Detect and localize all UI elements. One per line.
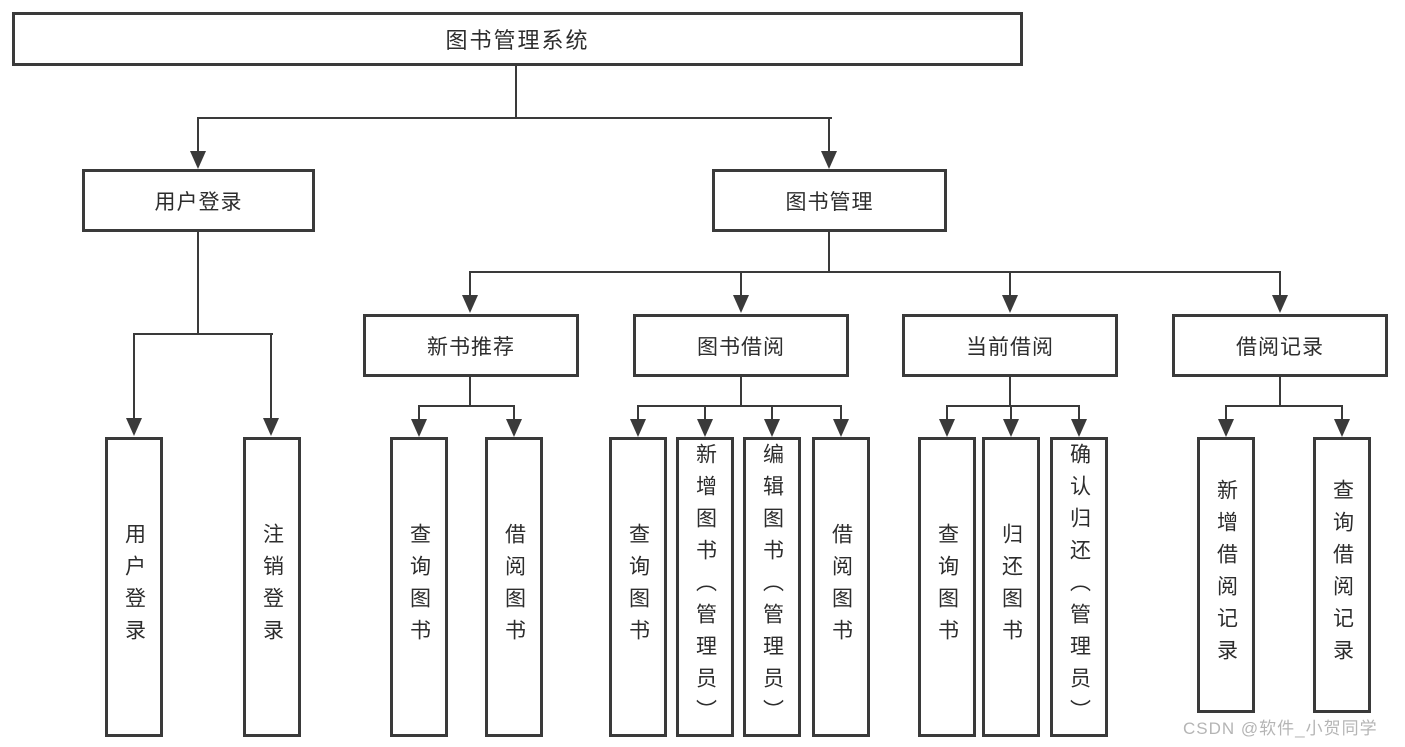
arrow-down [764, 419, 780, 437]
connector-stem [1279, 273, 1281, 296]
connector-current-borrow-spread [946, 405, 1080, 407]
node-book-management: 图书管理 [712, 169, 947, 232]
connector-stem [418, 407, 420, 420]
arrow-down [1003, 419, 1019, 437]
leaf-query-books-recommend-label: 查询图书 [407, 523, 431, 651]
connector-stem [1009, 273, 1011, 296]
leaf-logout-label: 注销登录 [260, 523, 284, 651]
connector-stem [469, 273, 471, 296]
arrow-down [1334, 419, 1350, 437]
node-book-borrow-label: 图书借阅 [697, 335, 785, 359]
leaf-borrow-books-label: 借阅图书 [829, 523, 853, 651]
leaf-query-books-borrow-label: 查询图书 [626, 523, 650, 651]
connector-root-stem [515, 66, 517, 119]
connector-stem [1078, 407, 1080, 420]
arrow-down [1218, 419, 1234, 437]
node-borrow-records-label: 借阅记录 [1236, 335, 1324, 359]
connector-stem [133, 335, 135, 419]
leaf-add-borrow-record-label: 新增借阅记录 [1214, 479, 1238, 671]
node-new-book-recommend-label: 新书推荐 [427, 335, 515, 359]
arrow-down [939, 419, 955, 437]
leaf-return-books: 归还图书 [982, 437, 1040, 737]
connector-user-login-spread [133, 333, 273, 335]
connector-stem [1225, 407, 1227, 420]
connector-root-spread [197, 117, 832, 119]
connector-book-borrow-spread [637, 405, 842, 407]
node-new-book-recommend: 新书推荐 [363, 314, 579, 377]
arrow-down [411, 419, 427, 437]
leaf-query-books-current: 查询图书 [918, 437, 976, 737]
arrow-down [733, 295, 749, 313]
leaf-query-borrow-record-label: 查询借阅记录 [1330, 479, 1354, 671]
arrow-down [263, 418, 279, 436]
connector-stem [1010, 407, 1012, 420]
connector-current-borrow-stem [1009, 377, 1011, 407]
node-current-borrow-label: 当前借阅 [966, 335, 1054, 359]
connector-stem [740, 273, 742, 296]
arrow-down [126, 418, 142, 436]
leaf-query-books-recommend: 查询图书 [390, 437, 448, 737]
connector-user-login-stem [197, 232, 199, 335]
connector-stem [270, 335, 272, 419]
leaf-user-login-label: 用户登录 [122, 523, 146, 651]
connector-stem [513, 407, 515, 420]
connector-stem [1341, 407, 1343, 420]
arrow-down [697, 419, 713, 437]
leaf-confirm-return-admin-label: 确认归还（管理员） [1067, 443, 1091, 731]
connector-book-mgmt-spread [469, 271, 1281, 273]
node-book-management-label: 图书管理 [785, 190, 874, 214]
leaf-add-borrow-record: 新增借阅记录 [1197, 437, 1255, 713]
arrow-down [1272, 295, 1288, 313]
connector-stem [637, 407, 639, 420]
leaf-add-books-admin-label: 新增图书（管理员） [693, 443, 717, 731]
leaf-query-borrow-record: 查询借阅记录 [1313, 437, 1371, 713]
leaf-borrow-books-recommend: 借阅图书 [485, 437, 543, 737]
arrow-down [833, 419, 849, 437]
arrow-down [1071, 419, 1087, 437]
connector-stem [828, 119, 830, 152]
leaf-user-login: 用户登录 [105, 437, 163, 737]
connector-borrow-records-stem [1279, 377, 1281, 407]
leaf-return-books-label: 归还图书 [999, 523, 1023, 651]
node-current-borrow: 当前借阅 [902, 314, 1118, 377]
connector-stem [704, 407, 706, 420]
connector-stem [771, 407, 773, 420]
node-root-label: 图书管理系统 [445, 28, 590, 53]
arrow-down [506, 419, 522, 437]
arrow-down [821, 151, 837, 169]
connector-book-mgmt-stem [828, 232, 830, 273]
leaf-add-books-admin: 新增图书（管理员） [676, 437, 734, 737]
connector-stem [946, 407, 948, 420]
leaf-query-books-current-label: 查询图书 [935, 523, 959, 651]
leaf-edit-books-admin-label: 编辑图书（管理员） [760, 443, 784, 731]
leaf-confirm-return-admin: 确认归还（管理员） [1050, 437, 1108, 737]
connector-borrow-records-spread [1225, 405, 1343, 407]
node-borrow-records: 借阅记录 [1172, 314, 1388, 377]
csdn-watermark: CSDN @软件_小贺同学 [1183, 719, 1378, 738]
arrow-down [630, 419, 646, 437]
connector-book-borrow-stem [740, 377, 742, 407]
leaf-query-books-borrow: 查询图书 [609, 437, 667, 737]
arrow-down [462, 295, 478, 313]
connector-stem [840, 407, 842, 420]
arrow-down [190, 151, 206, 169]
connector-stem [197, 119, 199, 152]
leaf-logout: 注销登录 [243, 437, 301, 737]
node-user-login-label: 用户登录 [154, 190, 243, 214]
leaf-borrow-books-recommend-label: 借阅图书 [502, 523, 526, 651]
node-root: 图书管理系统 [12, 12, 1023, 66]
arrow-down [1002, 295, 1018, 313]
connector-new-books-spread [418, 405, 515, 407]
leaf-edit-books-admin: 编辑图书（管理员） [743, 437, 801, 737]
node-user-login: 用户登录 [82, 169, 315, 232]
node-book-borrow: 图书借阅 [633, 314, 849, 377]
leaf-borrow-books: 借阅图书 [812, 437, 870, 737]
connector-new-books-stem [469, 377, 471, 407]
